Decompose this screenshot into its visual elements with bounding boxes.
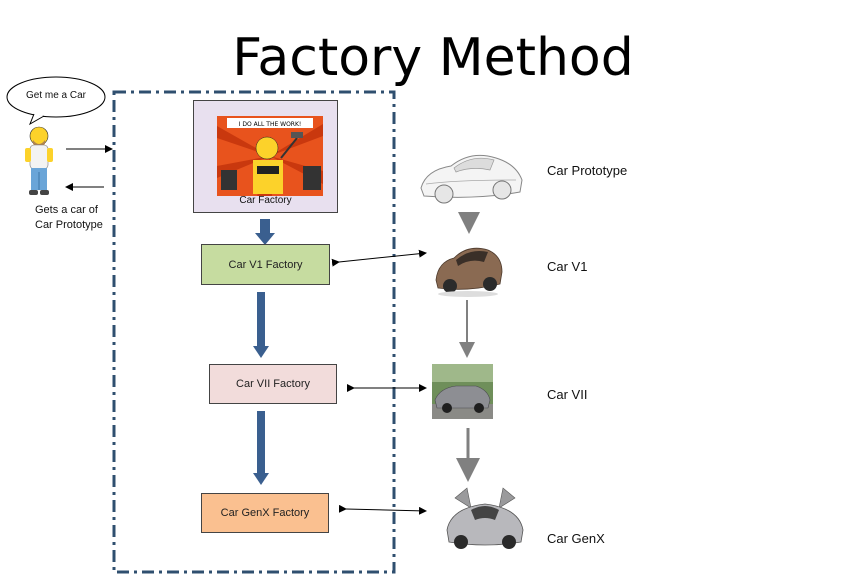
car-factory-box: I DO ALL THE WORK! Car Factory [193, 100, 338, 213]
factory-car-link [338, 504, 427, 515]
car-prototype-sketch-icon [416, 140, 526, 212]
factory-group-border [112, 90, 396, 574]
car-genx-image-icon [441, 484, 529, 555]
diagram-title: Factory Method [232, 28, 634, 88]
worker-illustration-icon: I DO ALL THE WORK! [217, 116, 323, 196]
factory-arrow [255, 219, 275, 245]
car-genx-label: Car GenX [547, 531, 605, 546]
car-vii-label: Car VII [547, 387, 588, 402]
car-vii-image-icon [432, 364, 493, 419]
factory-arrow [253, 292, 269, 358]
response-text-line2: Car Prototype [35, 219, 103, 231]
homer-figure-icon [25, 126, 53, 195]
illustration-caption: I DO ALL THE WORK! [239, 121, 302, 128]
car-genx-factory-box: Car GenX Factory [201, 493, 329, 533]
car-v1-label: Car V1 [547, 259, 588, 274]
speech-bubble [6, 76, 106, 118]
car-v1-factory-box: Car V1 Factory [201, 244, 330, 285]
car-factory-label: Car Factory [239, 195, 292, 206]
car-v1-image-icon [432, 236, 504, 300]
factory-arrow [253, 411, 269, 485]
car-vii-factory-box: Car VII Factory [209, 364, 337, 404]
factory-car-link [331, 249, 427, 267]
speech-bubble-text: Get me a Car [25, 90, 87, 101]
response-text-line1: Gets a car of [35, 204, 98, 216]
car-prototype-label: Car Prototype [547, 163, 628, 178]
